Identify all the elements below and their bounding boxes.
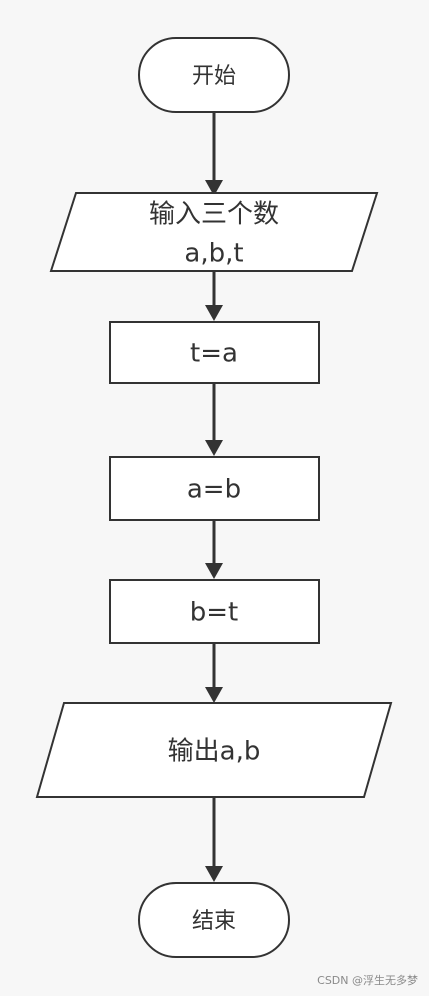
arrow-step3-to-output: [205, 643, 223, 703]
arrow-output-to-end: [205, 797, 223, 882]
input-node: 输入三个数 a,b,t: [49, 192, 379, 272]
arrow-start-to-input: [205, 112, 223, 196]
watermark-text: CSDN @浮生无多梦: [317, 973, 418, 987]
arrow-step1-to-step2: [205, 383, 223, 456]
process-step-2: a=b: [109, 456, 320, 521]
output-node: 输出a,b: [35, 702, 393, 798]
process-step-1: t=a: [109, 321, 320, 384]
input-label-line1: 输入三个数: [149, 200, 279, 230]
start-label: 开始: [192, 64, 236, 89]
start-terminator: 开始: [138, 37, 290, 113]
input-label-line2: a,b,t: [184, 239, 243, 269]
step1-label: t=a: [190, 339, 238, 369]
step2-label: a=b: [187, 475, 241, 505]
end-label: 结束: [192, 909, 236, 934]
arrow-input-to-step1: [205, 271, 223, 321]
step3-label: b=t: [190, 598, 238, 628]
arrow-step2-to-step3: [205, 520, 223, 579]
process-step-3: b=t: [109, 579, 320, 644]
flow-connectors: [205, 112, 223, 882]
end-terminator: 结束: [138, 882, 290, 958]
output-label: 输出a,b: [168, 737, 261, 767]
